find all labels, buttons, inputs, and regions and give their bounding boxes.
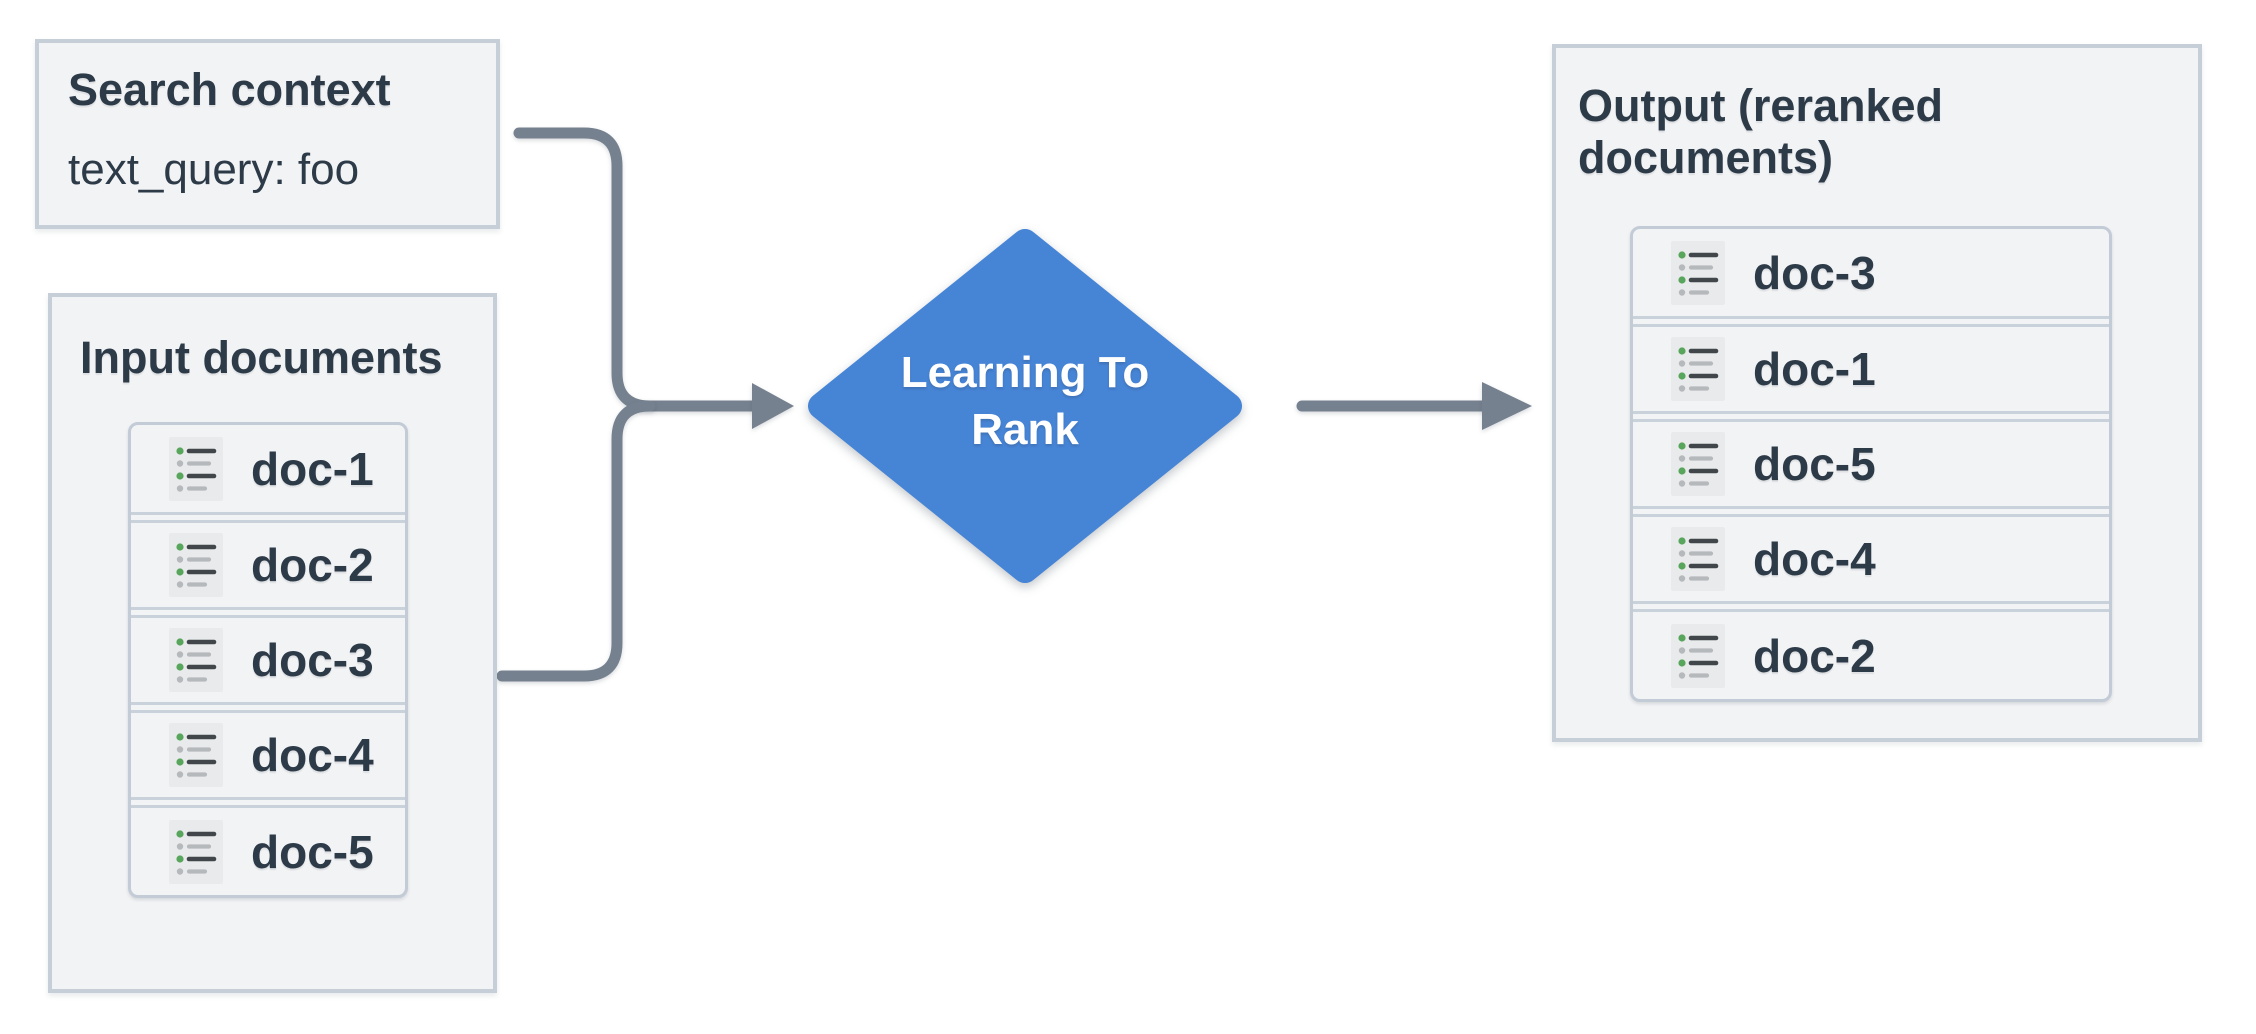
output-document-row: doc-2 — [1633, 609, 2109, 699]
document-label: doc-3 — [1753, 246, 1876, 299]
document-label: doc-2 — [251, 539, 374, 591]
output-document-row: doc-5 — [1633, 419, 2109, 509]
search-context-panel: Search context text_query: foo — [35, 39, 500, 229]
document-label: doc-5 — [1753, 438, 1876, 490]
document-list-icon — [1671, 527, 1725, 591]
output-document-row: doc-3 — [1633, 229, 2109, 319]
document-list-icon — [169, 437, 223, 501]
document-list-icon — [169, 723, 223, 787]
document-list-icon — [1671, 624, 1725, 688]
arrowhead-into-node-icon — [752, 383, 794, 429]
document-label: doc-4 — [1753, 533, 1876, 585]
arrowhead-into-output-icon — [1482, 382, 1532, 430]
document-label: doc-3 — [251, 634, 374, 686]
document-label: doc-4 — [251, 729, 374, 781]
input-document-list: doc-1 doc-2 doc-3 doc-4 doc-5 — [128, 422, 408, 898]
learning-to-rank-label-line2: Rank — [971, 405, 1079, 454]
input-document-row: doc-2 — [131, 520, 405, 610]
document-list-icon — [1671, 432, 1725, 496]
document-list-icon — [1671, 241, 1725, 305]
document-label: doc-1 — [1753, 343, 1876, 395]
search-context-title: Search context — [68, 64, 391, 115]
input-document-row: doc-3 — [131, 615, 405, 705]
search-context-connector — [513, 127, 762, 412]
document-label: doc-2 — [1753, 629, 1876, 682]
output-documents-panel: Output (reranked documents) doc-3 doc-1 … — [1552, 44, 2202, 742]
input-documents-connector — [496, 400, 656, 682]
document-list-icon — [169, 628, 223, 692]
output-document-row: doc-1 — [1633, 324, 2109, 414]
input-documents-title: Input documents — [80, 332, 443, 383]
document-list-icon — [169, 820, 223, 884]
output-document-list: doc-3 doc-1 doc-5 doc-4 doc-2 — [1630, 226, 2112, 702]
learning-to-rank-label: Learning To Rank — [825, 344, 1225, 458]
input-document-row: doc-5 — [131, 805, 405, 895]
learning-to-rank-label-line1: Learning To — [900, 348, 1150, 397]
output-document-row: doc-4 — [1633, 514, 2109, 604]
document-label: doc-1 — [251, 442, 374, 495]
input-document-row: doc-1 — [131, 425, 405, 515]
document-list-icon — [169, 533, 223, 597]
input-documents-panel: Input documents doc-1 doc-2 doc-3 doc-4 … — [48, 293, 497, 993]
document-list-icon — [1671, 337, 1725, 401]
search-context-query-text: text_query: foo — [68, 145, 360, 194]
document-label: doc-5 — [251, 825, 374, 878]
output-documents-title: Output (reranked documents) — [1578, 80, 1944, 183]
input-document-row: doc-4 — [131, 710, 405, 800]
